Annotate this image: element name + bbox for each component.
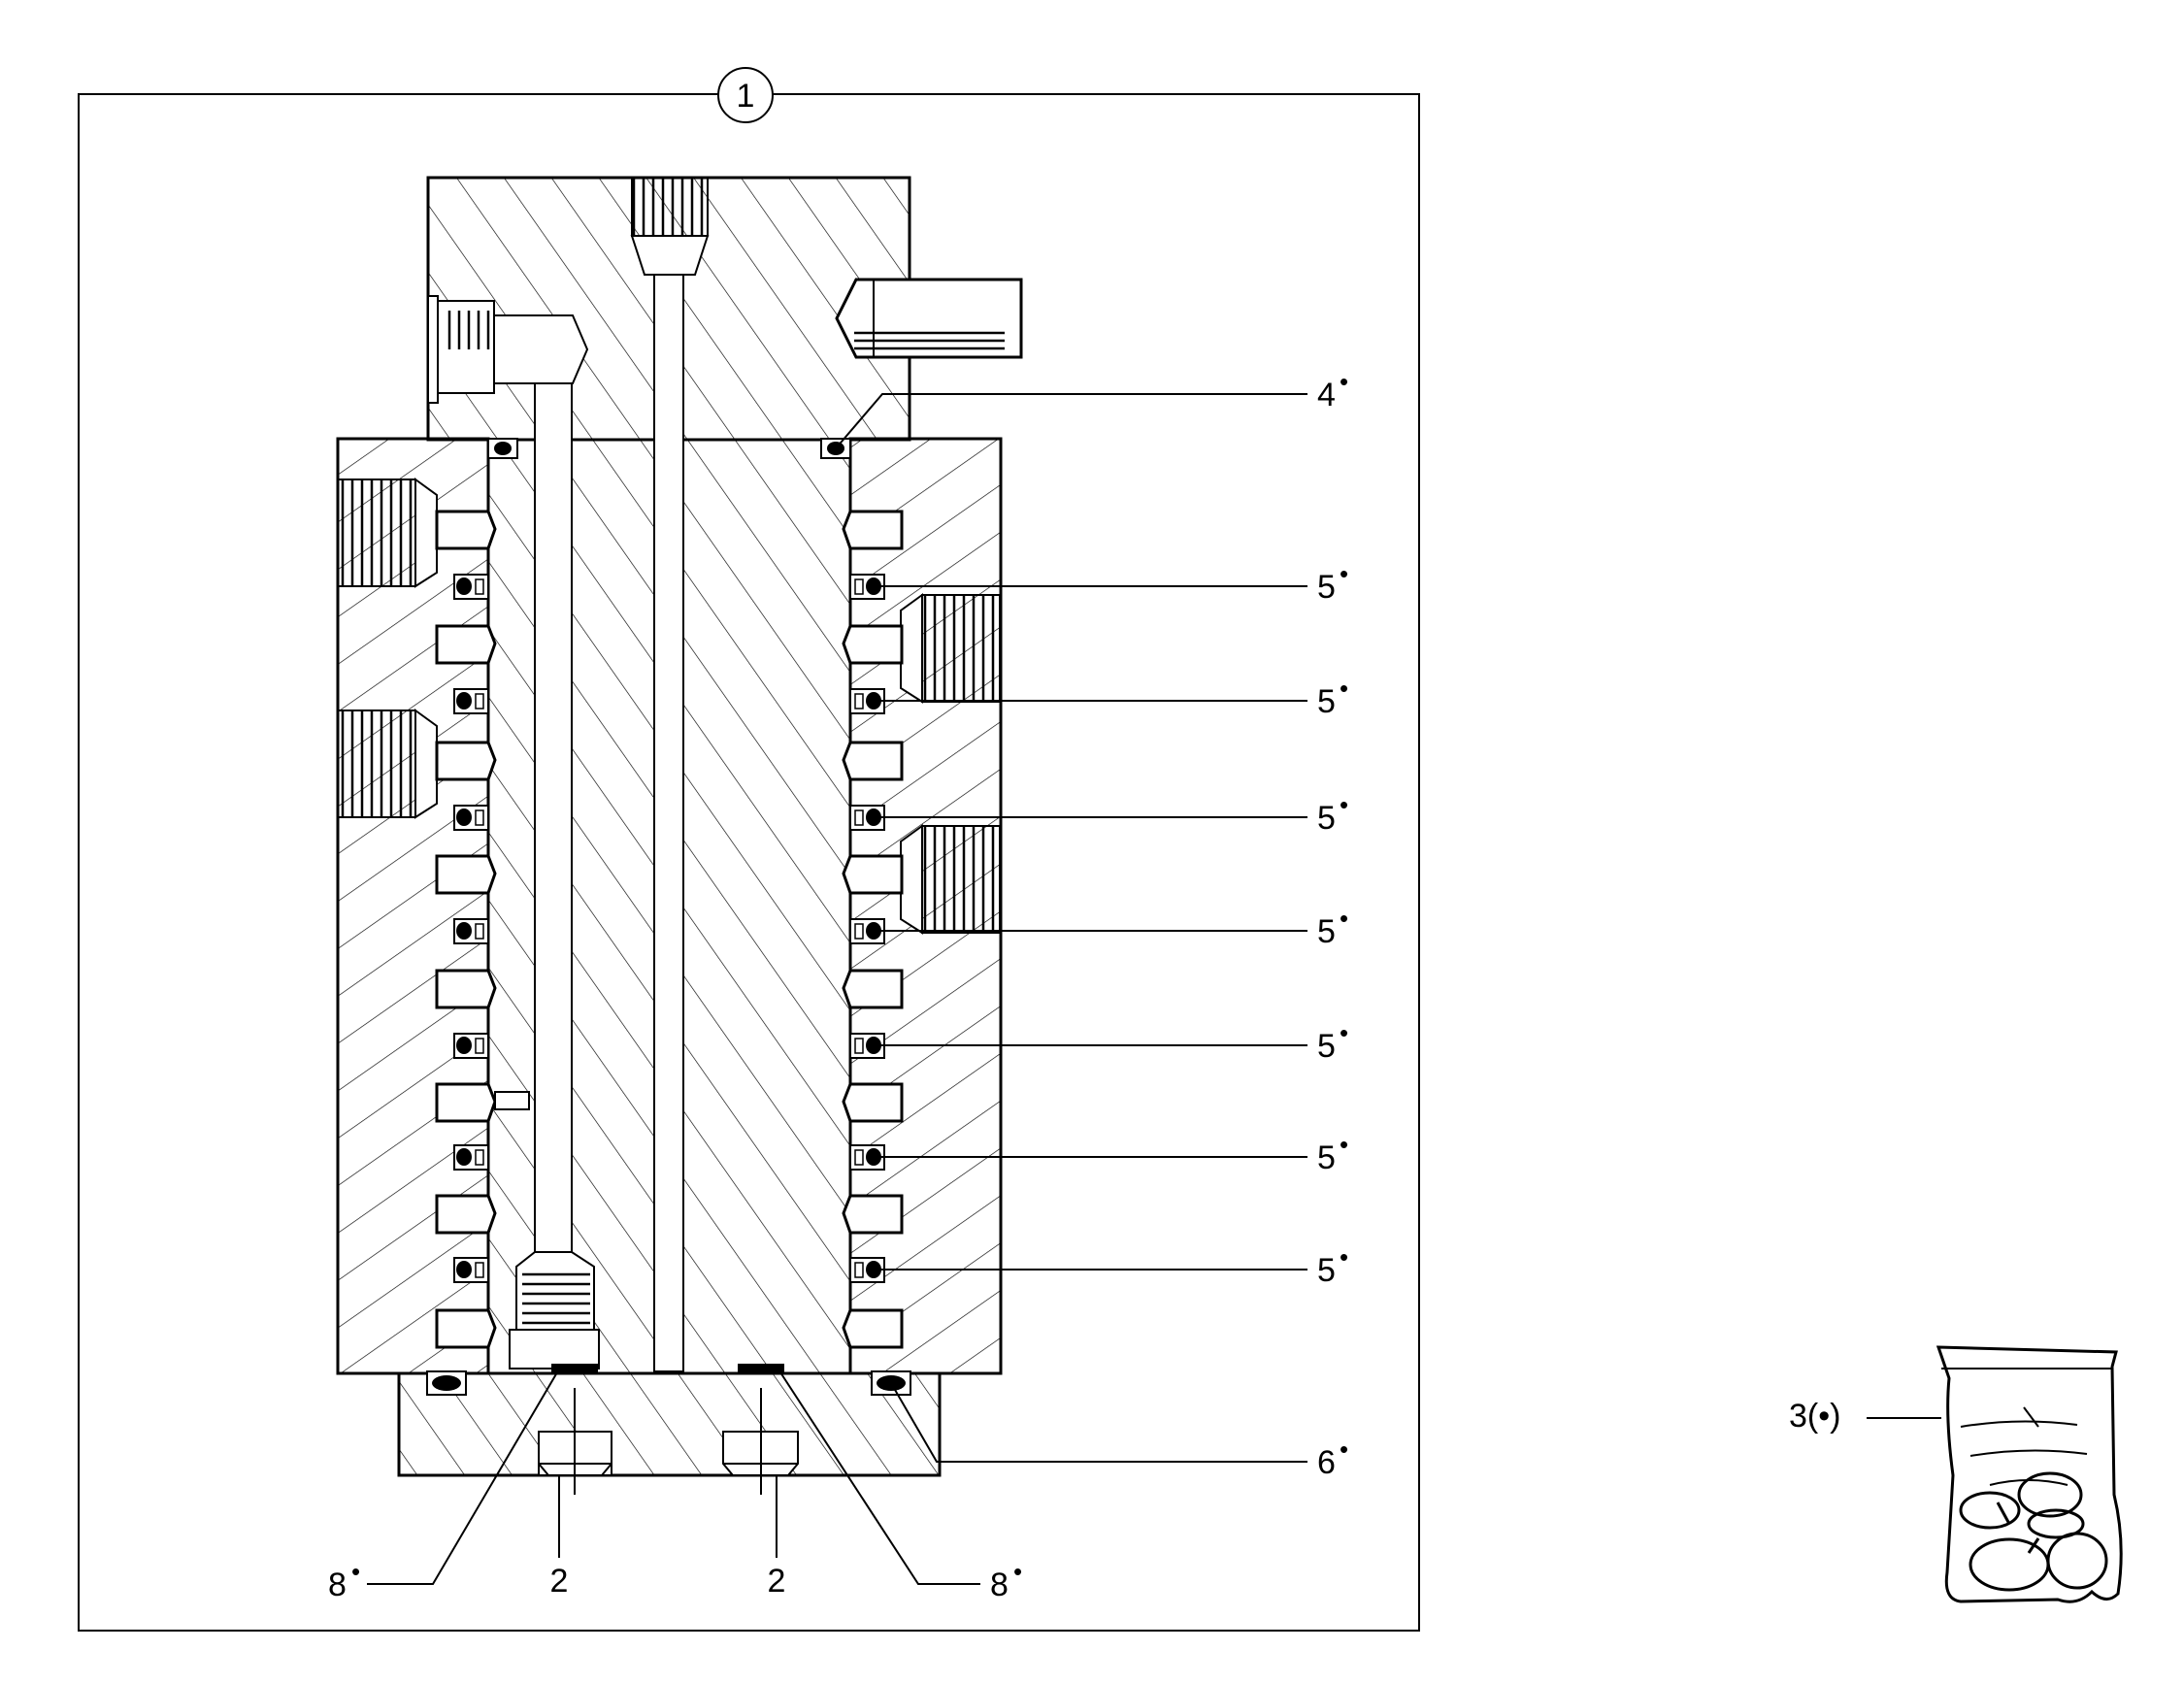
callout-8-left-mark: • (351, 1557, 360, 1586)
callout-5a: 5 • (1317, 559, 1348, 606)
o-ring-bottom-left (426, 1370, 467, 1396)
callout-5c-mark: • (1340, 790, 1348, 819)
callout-5g: 5 • (1317, 1242, 1348, 1289)
callout-5c: 5 • (1317, 790, 1348, 837)
callout-6: 6 • (1317, 1435, 1348, 1481)
callout-6-number: 6 (1317, 1444, 1336, 1481)
callout-4-number: 4 (1317, 377, 1336, 413)
callout-5g-number: 5 (1317, 1252, 1336, 1289)
callout-4: 4 • (1317, 367, 1348, 413)
callout-8-right: 8 • (990, 1557, 1022, 1603)
callout-8-right-number: 8 (990, 1567, 1009, 1603)
right-grooves (842, 510, 904, 1349)
leader-lines (367, 393, 1941, 1585)
top-threaded-port (630, 177, 710, 276)
callout-2-right-number: 2 (768, 1563, 786, 1600)
callout-2-left: 2 (550, 1563, 569, 1600)
callout-5f-mark: • (1340, 1130, 1348, 1159)
callout-5b-number: 5 (1317, 683, 1336, 720)
seal-kit-bag-icon (1936, 1345, 2123, 1603)
callout-5b-mark: • (1340, 674, 1348, 703)
washer-left (551, 1364, 598, 1372)
left-housing-port-2 (337, 709, 438, 819)
o-ring-top-left (487, 438, 518, 459)
callout-8-left: 8 • (328, 1557, 360, 1603)
assembly-number-callout: 1 (717, 67, 774, 123)
right-housing-port-1 (900, 593, 1001, 704)
callout-3: 3(•) (1789, 1398, 1840, 1435)
callout-5e-mark: • (1340, 1018, 1348, 1047)
callout-5f: 5 • (1317, 1130, 1348, 1176)
callout-5g-mark: • (1340, 1242, 1348, 1271)
callout-5d-number: 5 (1317, 913, 1336, 950)
central-bore (653, 274, 684, 1372)
callout-5f-number: 5 (1317, 1139, 1336, 1176)
callout-8-left-number: 8 (328, 1567, 347, 1603)
right-housing-port-2 (900, 824, 1001, 935)
callout-5d-mark: • (1340, 904, 1348, 933)
callout-2-left-number: 2 (550, 1563, 569, 1600)
bottom-threaded-insert (509, 1251, 600, 1370)
callout-5a-mark: • (1340, 559, 1348, 588)
callout-4-mark: • (1340, 367, 1348, 396)
callout-5d: 5 • (1317, 904, 1348, 950)
callout-2-right: 2 (768, 1563, 786, 1600)
drive-pin (835, 278, 1023, 359)
bottom-end-cap (397, 1371, 942, 1477)
assembly-number: 1 (737, 78, 755, 115)
callout-5c-number: 5 (1317, 800, 1336, 837)
side-threaded-port-top (427, 295, 589, 404)
callout-5e: 5 • (1317, 1018, 1348, 1065)
left-seals (453, 574, 489, 1283)
left-housing-port-1 (337, 478, 438, 588)
offset-bore (534, 378, 573, 1253)
callout-5a-number: 5 (1317, 569, 1336, 606)
callout-6-mark: • (1340, 1435, 1348, 1464)
callout-5b: 5 • (1317, 674, 1348, 720)
callout-3-text: 3(•) (1789, 1398, 1840, 1435)
callout-8-right-mark: • (1013, 1557, 1022, 1586)
left-grooves (435, 510, 530, 1349)
callout-5e-number: 5 (1317, 1028, 1336, 1065)
washer-right (738, 1364, 784, 1372)
